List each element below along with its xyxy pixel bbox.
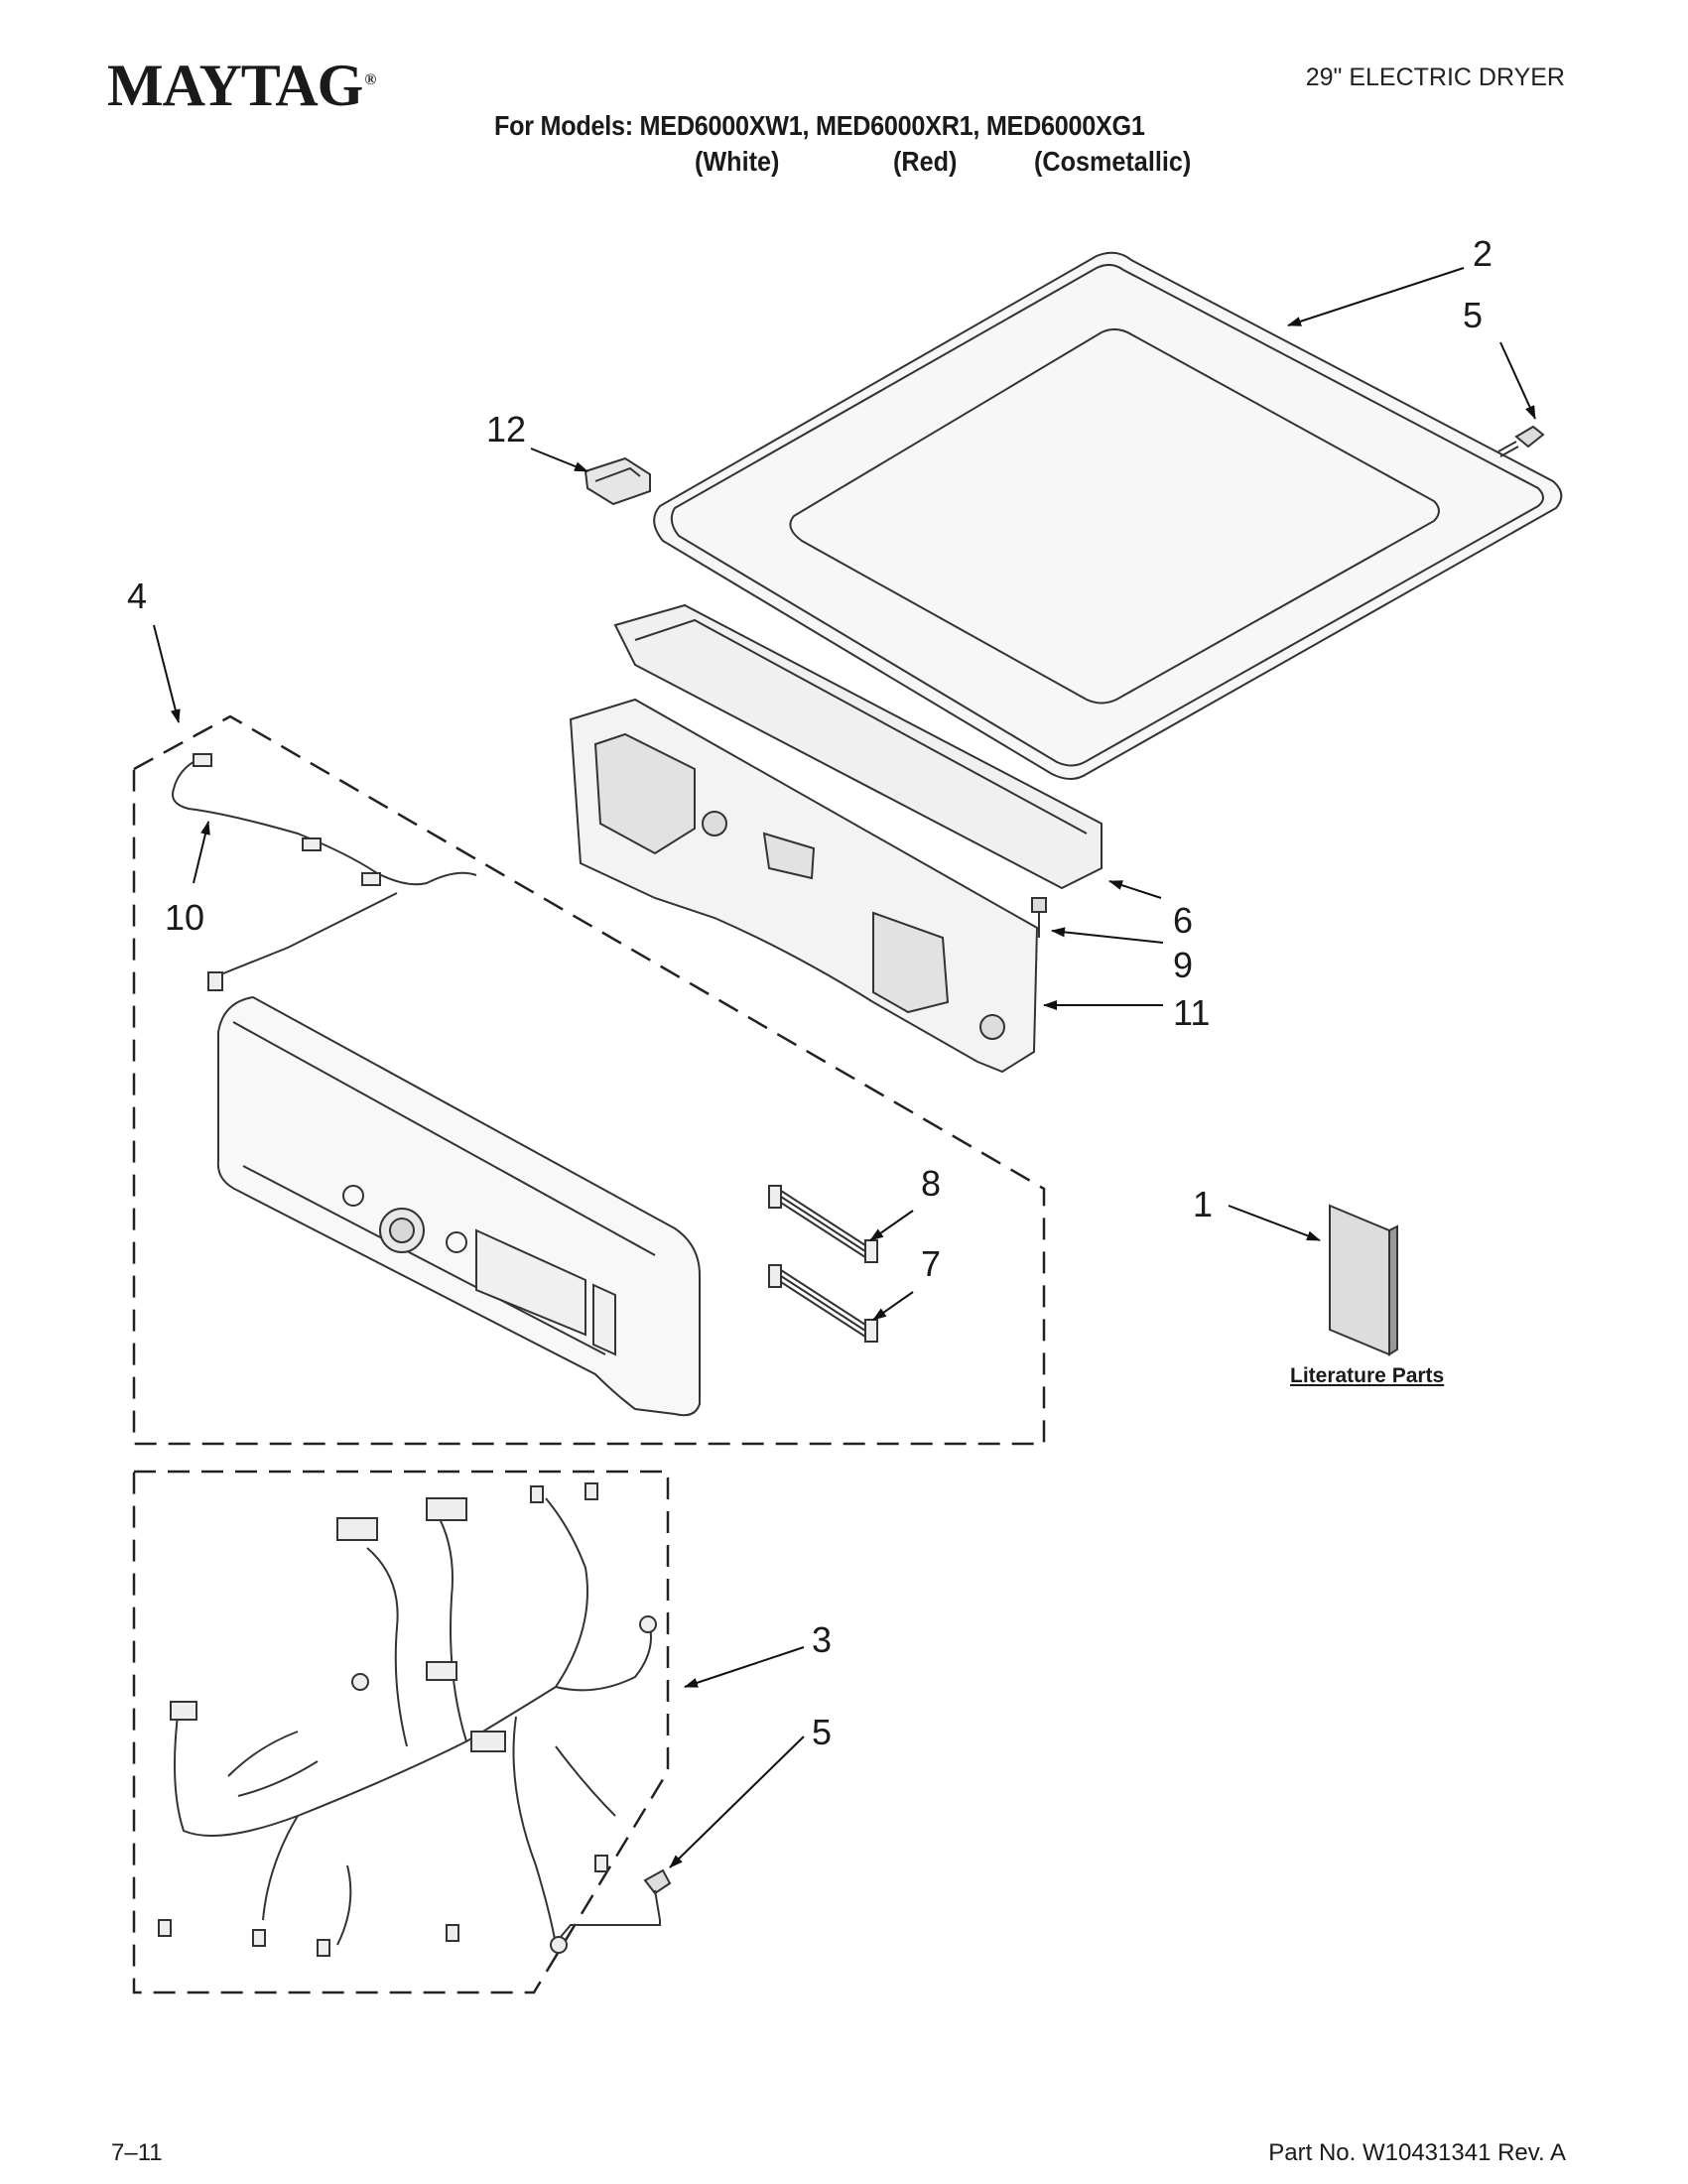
leader-3: [684, 1646, 805, 1688]
screw-top-icon: [1497, 425, 1545, 457]
leader-10: [193, 821, 210, 884]
callout-2: 2: [1473, 233, 1493, 274]
literature-booklet-icon: [1329, 1204, 1398, 1356]
console-screw-icon: [1031, 897, 1047, 938]
callout-1: 1: [1193, 1184, 1214, 1224]
callout-4: 4: [127, 576, 148, 616]
callout-9: 9: [1173, 945, 1194, 985]
ribbon-cable-lower: [768, 1264, 878, 1343]
console-front-panel: [216, 995, 701, 1417]
console-assembly-outline: [132, 714, 1046, 1446]
callout-12: 12: [486, 409, 527, 450]
leader-4: [153, 624, 181, 723]
console-wire-harness: [172, 753, 477, 991]
leader-6: [1108, 880, 1162, 899]
callout-5-top: 5: [1463, 295, 1484, 335]
rear-bracket: [613, 603, 1103, 890]
leader-8: [869, 1210, 914, 1241]
leader-12: [530, 448, 588, 472]
date-code: 7–11: [111, 2139, 163, 2166]
callout-6: 6: [1173, 900, 1194, 941]
callout-10: 10: [165, 897, 205, 938]
part-number: Part No. W10431341 Rev. A: [1268, 2139, 1566, 2166]
harness-screw-icon: [560, 1868, 672, 1938]
leader-2: [1287, 267, 1465, 326]
leader-5-bottom: [669, 1735, 805, 1868]
callout-8: 8: [921, 1163, 942, 1204]
variant-cosmetallic: (Cosmetallic): [1034, 146, 1192, 177]
product-type: 29" ELECTRIC DRYER: [1305, 64, 1565, 91]
top-panel: [653, 251, 1563, 780]
callout-7: 7: [921, 1243, 942, 1284]
callout-3: 3: [812, 1619, 833, 1660]
callout-11: 11: [1173, 992, 1211, 1033]
leader-5-top: [1499, 341, 1536, 420]
models-line: For Models: MED6000XW1, MED6000XR1, MED6…: [494, 110, 1145, 141]
main-harness-outline: [132, 1470, 670, 1994]
leader-7: [872, 1291, 914, 1321]
main-wire-harness: [158, 1482, 657, 1957]
brand-logo: MAYTAG®: [107, 53, 376, 118]
callout-5-bottom: 5: [812, 1712, 833, 1752]
clip-icon: [584, 456, 651, 506]
ribbon-cable-upper: [768, 1185, 878, 1263]
variant-white: (White): [695, 146, 780, 177]
console-frame: [569, 698, 1039, 1074]
leader-9: [1051, 927, 1164, 944]
leader-1: [1228, 1205, 1321, 1241]
variant-red: (Red): [893, 146, 958, 177]
literature-parts-label: Literature Parts: [1290, 1364, 1445, 1387]
